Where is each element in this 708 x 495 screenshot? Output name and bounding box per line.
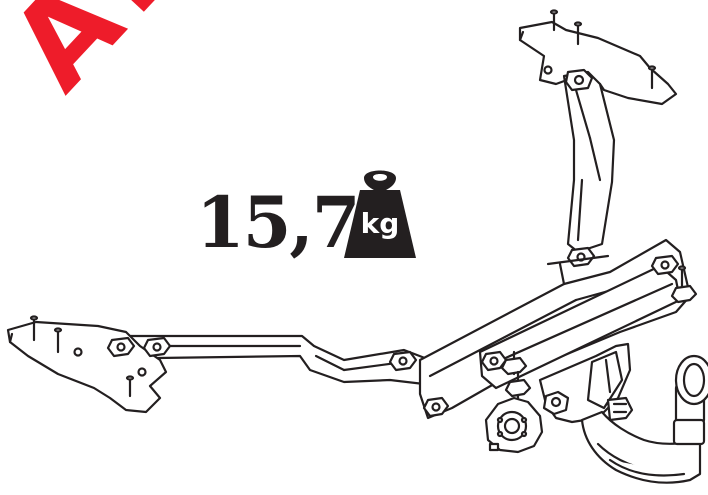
- ball-neck: [484, 342, 708, 484]
- cross-beam: [418, 238, 698, 420]
- right-arm: [562, 68, 616, 268]
- weight-value: 15,7: [196, 181, 360, 264]
- left-mounting-plate: [6, 315, 418, 414]
- electric-socket: [484, 396, 544, 454]
- tow-ball: [672, 354, 708, 446]
- weight-icon: [344, 170, 416, 258]
- weight-unit: kg: [360, 207, 400, 240]
